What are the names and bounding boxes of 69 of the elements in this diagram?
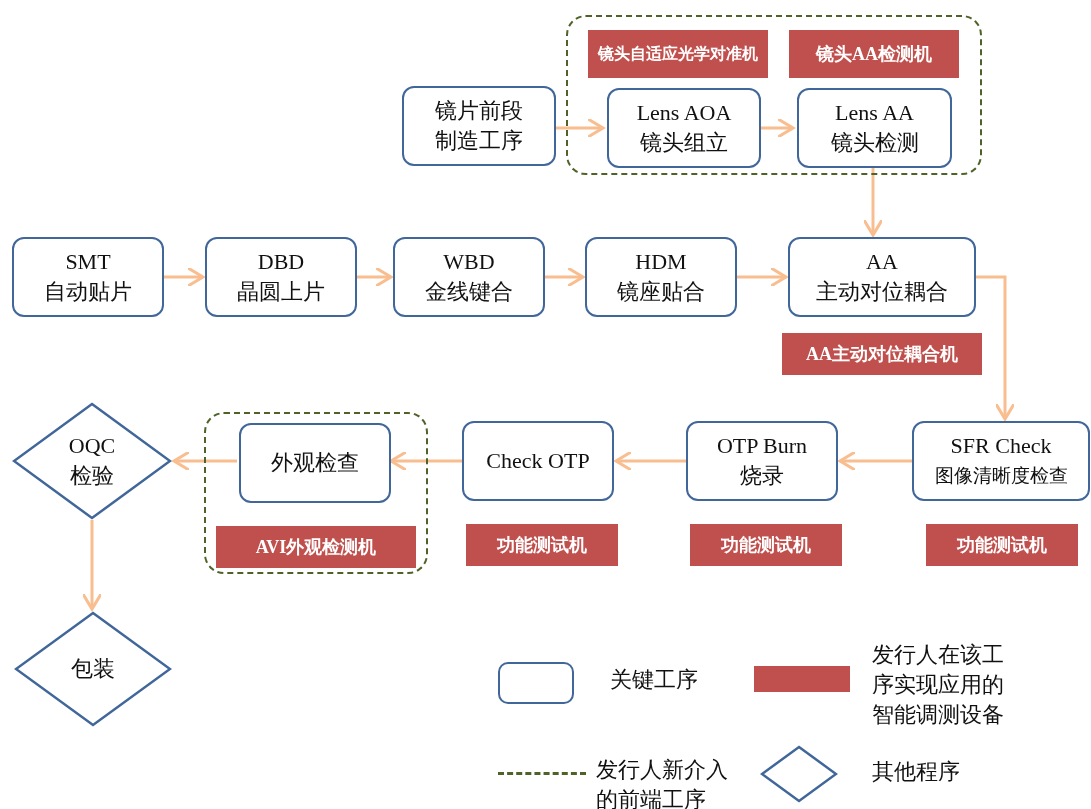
arrow xyxy=(556,117,605,139)
process-box xyxy=(462,421,614,501)
arrow xyxy=(614,450,686,472)
process-label: WBD xyxy=(443,248,495,276)
process-label: 图像清晰度检查 xyxy=(934,464,1068,488)
process-label: 自动贴片 xyxy=(44,278,132,306)
equipment-tag xyxy=(216,526,416,568)
arrow xyxy=(759,117,795,139)
process-label: 外观检查 xyxy=(271,449,359,477)
process-label: 镜头检测 xyxy=(830,129,919,157)
dashed-group-frame xyxy=(204,412,428,574)
process-label: Lens AOA xyxy=(636,99,732,127)
process-label: SFR Check xyxy=(950,432,1052,460)
process-label: DBD xyxy=(257,248,305,276)
process-label: HDM xyxy=(635,248,687,276)
legend-label: 其他程序 xyxy=(872,758,961,786)
process-box xyxy=(797,88,952,168)
process-box xyxy=(205,237,357,317)
equipment-name: 镜头自适应光学对准机 xyxy=(598,44,758,64)
process-box xyxy=(393,237,545,317)
process-box xyxy=(607,88,761,168)
process-label: SMT xyxy=(65,248,111,276)
process-box xyxy=(686,421,838,501)
decision-label: OQC xyxy=(68,432,116,460)
arrow xyxy=(357,266,393,288)
arrow xyxy=(164,266,205,288)
process-label: 镜片前段制造工序 xyxy=(434,97,524,155)
equipment-name: 功能测试机 xyxy=(497,534,587,557)
arrow xyxy=(838,450,912,472)
process-label: OTP Burn xyxy=(716,432,808,460)
equipment-tag xyxy=(789,30,959,78)
process-label: 主动对位耦合 xyxy=(816,278,948,306)
arrow xyxy=(389,450,462,472)
equipment-tag xyxy=(926,524,1078,566)
process-box xyxy=(239,423,391,503)
process-label: Lens AA xyxy=(835,99,914,127)
legend-label: 关键工序 xyxy=(610,666,699,694)
equipment-name: 功能测试机 xyxy=(957,534,1047,557)
equipment-name: AVI外观检测机 xyxy=(255,536,377,559)
equipment-tag xyxy=(782,333,982,375)
equipment-name: 功能测试机 xyxy=(721,534,811,557)
legend-label: 发行人在该工序实现应用的智能调测设备 xyxy=(872,641,1005,729)
legend-label: 发行人新介入的前端工序 xyxy=(596,756,729,809)
equipment-tag xyxy=(588,30,768,78)
process-label: 晶圆上片 xyxy=(237,278,325,306)
arrow xyxy=(862,166,884,237)
arrow xyxy=(976,275,1016,421)
process-label: AA xyxy=(866,248,898,276)
process-box xyxy=(788,237,976,317)
process-label: 镜头组立 xyxy=(640,129,728,157)
decision-label: 检验 xyxy=(70,462,114,490)
arrow xyxy=(81,520,103,611)
equipment-tag xyxy=(466,524,618,566)
process-label: 烧录 xyxy=(740,462,784,490)
arrow xyxy=(545,266,585,288)
process-label: Check OTP xyxy=(486,447,590,475)
equipment-name: 镜头AA检测机 xyxy=(816,43,932,66)
process-box xyxy=(402,86,556,166)
dashed-group-frame xyxy=(566,15,982,175)
arrow xyxy=(737,266,788,288)
process-box xyxy=(12,237,164,317)
process-label: 金线键合 xyxy=(425,278,513,306)
process-box xyxy=(585,237,737,317)
process-label: 镜座贴合 xyxy=(617,278,705,306)
equipment-tag xyxy=(690,524,842,566)
process-box xyxy=(912,421,1090,501)
arrow xyxy=(172,450,237,472)
equipment-name: AA主动对位耦合机 xyxy=(806,343,958,366)
decision-label: 包装 xyxy=(71,655,115,683)
